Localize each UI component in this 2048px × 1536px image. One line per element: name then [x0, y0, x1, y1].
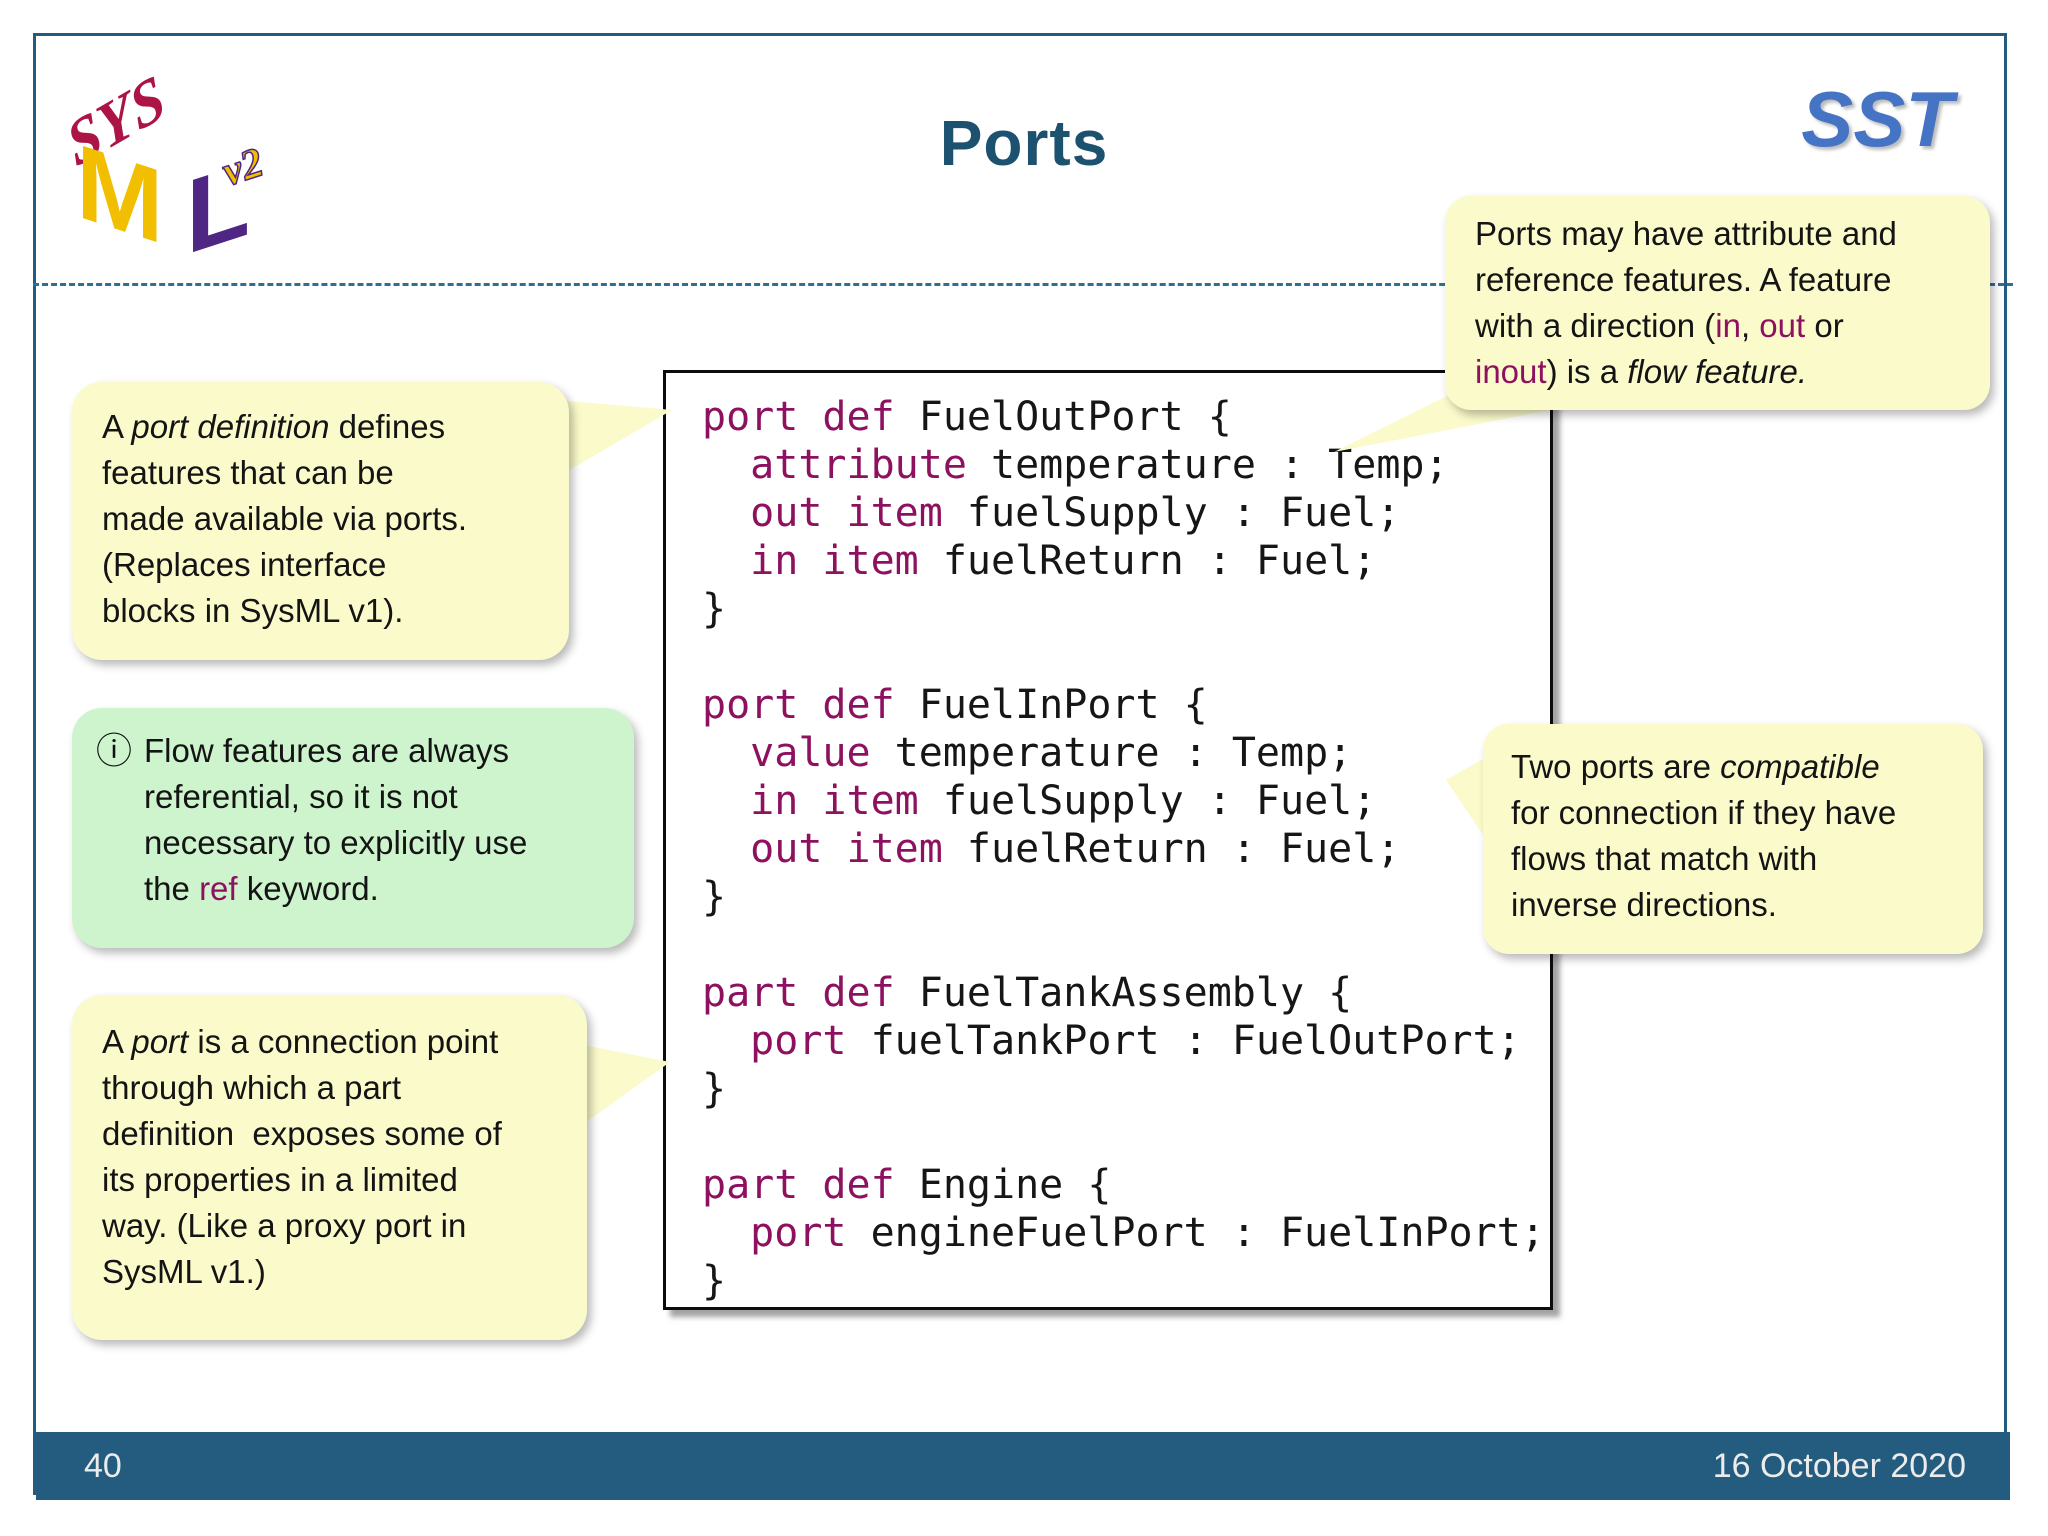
text-line: definition exposes some of — [102, 1115, 502, 1152]
slide-date: 16 October 2020 — [1712, 1447, 1966, 1485]
text-line: } — [702, 874, 727, 920]
text-line: referential, so it is not — [144, 778, 458, 815]
text-line: Flow features are always — [144, 732, 509, 769]
code-listing: port def FuelOutPort { attribute tempera… — [663, 370, 1553, 1310]
footer-bar: 40 16 October 2020 — [36, 1432, 2010, 1500]
page-number: 40 — [84, 1447, 122, 1485]
text-line: port def FuelInPort { — [702, 682, 1208, 728]
callout-port-definition: A port definition defines features that c… — [72, 382, 569, 660]
text-line: Ports may have attribute and — [1475, 215, 1897, 252]
text-line: } — [702, 1258, 727, 1304]
callout-port-is: A port is a connection point through whic… — [72, 995, 587, 1340]
text-line: its properties in a limited — [102, 1161, 458, 1198]
callout-flow-features: ⓘ Flow features are always referential, s… — [72, 708, 634, 948]
info-icon: ⓘ — [96, 730, 133, 771]
text-line: port fuelTankPort : FuelOutPort; — [750, 1018, 1521, 1064]
callout-compatible: Two ports are compatible for connection i… — [1483, 724, 1983, 954]
text-line: flows that match with — [1511, 840, 1818, 877]
text-line: through which a part — [102, 1069, 402, 1106]
text-line — [702, 1113, 1550, 1161]
text-line: in item fuelSupply : Fuel; — [750, 778, 1377, 824]
text-line: part def FuelTankAssembly { — [702, 970, 1353, 1016]
text-line — [702, 921, 1550, 969]
text-line: blocks in SysML v1). — [102, 592, 404, 629]
sysml-v2-logo: SYS M L v2 — [59, 56, 270, 273]
logo-text-l: L — [186, 138, 250, 273]
text-line: with a direction (in, out or — [1475, 307, 1844, 344]
slide-title: Ports — [939, 107, 1109, 179]
text-line: port engineFuelPort : FuelInPort; — [750, 1210, 1545, 1256]
text-line: part def Engine { — [702, 1162, 1112, 1208]
text-line: way. (Like a proxy port in — [102, 1207, 467, 1244]
brand-sst: SST — [1801, 75, 1953, 163]
text-line: A port definition defines — [102, 408, 446, 445]
text-line: made available via ports. — [102, 500, 468, 537]
text-line: } — [702, 1066, 727, 1112]
text-line: in item fuelReturn : Fuel; — [750, 538, 1377, 584]
text-line: necessary to explicitly use — [144, 824, 528, 861]
text-line: (Replaces interface — [102, 546, 387, 583]
text-line: inverse directions. — [1511, 886, 1777, 923]
text-line: out item fuelSupply : Fuel; — [750, 490, 1401, 536]
text-line: Two ports are compatible — [1511, 748, 1880, 785]
text-line: the ref keyword. — [144, 870, 379, 907]
text-line: features that can be — [102, 454, 394, 491]
text-line: reference features. A feature — [1475, 261, 1892, 298]
callout-flow-features-text: Flow features are always referential, so … — [144, 728, 527, 912]
text-line: port def FuelOutPort { — [702, 394, 1232, 440]
text-line: SysML v1.) — [102, 1253, 266, 1290]
header-divider — [33, 283, 2013, 286]
text-line: for connection if they have — [1511, 794, 1897, 831]
text-line: out item fuelReturn : Fuel; — [750, 826, 1401, 872]
text-line: } — [702, 586, 727, 632]
text-line: inout) is a flow feature. — [1475, 353, 1808, 390]
text-line — [702, 633, 1550, 681]
text-line: attribute temperature : Temp; — [750, 442, 1449, 488]
text-line: value temperature : Temp; — [750, 730, 1353, 776]
callout-attribute-note: Ports may have attribute and reference fe… — [1445, 196, 1990, 410]
logo-text-m: M — [76, 120, 163, 266]
text-line: A port is a connection point — [102, 1023, 499, 1060]
